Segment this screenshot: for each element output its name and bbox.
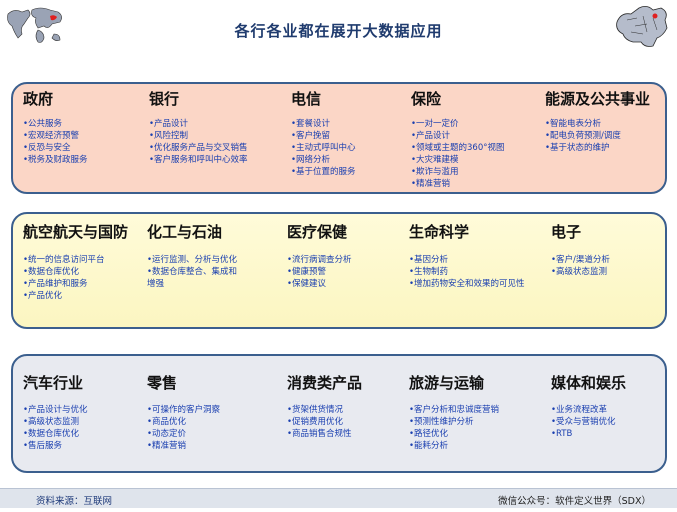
sector-heading: 医疗保健: [287, 223, 348, 241]
sector-heading: 旅游与运输: [409, 374, 485, 392]
list-item: •产品维护和服务: [23, 279, 88, 289]
list-item: •促销费用优化: [287, 417, 344, 427]
sector-items: •统一的信息访问平台 •数据仓库优化 •产品维护和服务 •产品优化: [23, 254, 105, 302]
list-item: •受众与营销优化: [551, 417, 616, 427]
sector-heading: 零售: [147, 374, 178, 392]
list-item: •高级状态监测: [551, 267, 608, 277]
list-item: •大灾难建模: [411, 155, 459, 165]
sector-items: •流行病调查分析 •健康预警 •保健建议: [287, 254, 352, 290]
list-item: •精准营销: [147, 441, 187, 451]
list-item: •领域或主题的360°视图: [411, 143, 505, 153]
list-item: •RTB: [551, 429, 573, 439]
sector-heading: 能源及公共事业: [545, 90, 651, 108]
industry-panel-2: 航空航天与国防 •统一的信息访问平台 •数据仓库优化 •产品维护和服务 •产品优…: [11, 212, 667, 329]
industry-panel-1: 政府 •公共服务 •宏观经济预警 •反恐与安全 •税务及财政服务 银行 •产品设…: [11, 82, 667, 194]
source-note: 资料来源：互联网: [36, 496, 113, 507]
sector-items: •套餐设计 •客户挽留 •主动式呼叫中心 •网络分析 •基于位置的服务: [291, 118, 356, 178]
list-item: •优化服务产品与交叉销售: [149, 143, 248, 153]
list-item: •主动式呼叫中心: [291, 143, 356, 153]
sector-heading: 保险: [411, 90, 442, 108]
list-item: •产品设计与优化: [23, 405, 88, 415]
list-item: •数据仓库优化: [23, 267, 80, 277]
list-item: •货架供货情况: [287, 405, 344, 415]
sector-items: •基因分析 •生物制药 •增加药物安全和效果的可见性: [409, 254, 533, 290]
list-item: •客户挽留: [291, 131, 331, 141]
list-item: •预测性维护分析: [409, 417, 474, 427]
list-item: •统一的信息访问平台: [23, 255, 105, 265]
footer-bar: 资料来源：互联网 微信公众号：软件定义世界（SDX）: [0, 488, 677, 508]
sector-heading: 电子: [551, 223, 582, 241]
list-item: •高级状态监测: [23, 417, 80, 427]
industry-panel-3: 汽车行业 •产品设计与优化 •高级状态监测 •数据仓库优化 •售后服务 零售 •…: [11, 354, 667, 473]
list-item: •基于状态的维护: [545, 143, 610, 153]
list-item: •客户分析和忠诚度营销: [409, 405, 500, 415]
world-map-icon: [4, 4, 66, 48]
list-item: •可操作的客户洞察: [147, 405, 221, 415]
list-item: •反恐与安全: [23, 143, 71, 153]
list-item: •能耗分析: [409, 441, 449, 451]
list-item: •商品优化: [147, 417, 187, 427]
list-item: •欺诈与滥用: [411, 167, 459, 177]
list-item: •配电负荷预测/调度: [545, 131, 621, 141]
sector-items: •业务流程改革 •受众与营销优化 •RTB: [551, 404, 616, 440]
sector-items: •运行监测、分析与优化 •数据仓库整合、集成和增强: [147, 254, 243, 290]
sector-heading: 汽车行业: [23, 374, 84, 392]
list-item: •动态定价: [147, 429, 187, 439]
list-item: •网络分析: [291, 155, 331, 165]
list-item: •生物制药: [409, 267, 449, 277]
sector-heading: 政府: [23, 90, 54, 108]
list-item: •税务及财政服务: [23, 155, 88, 165]
list-item: •增加药物安全和效果的可见性: [409, 279, 525, 289]
list-item: •业务流程改革: [551, 405, 608, 415]
list-item: •客户/渠道分析: [551, 255, 610, 265]
list-item: •精准营销: [411, 179, 451, 189]
list-item: •数据仓库优化: [23, 429, 80, 439]
list-item: •健康预警: [287, 267, 327, 277]
list-item: •路径优化: [409, 429, 449, 439]
list-item: •流行病调查分析: [287, 255, 352, 265]
list-item: •产品优化: [23, 291, 63, 301]
sector-items: •货架供货情况 •促销费用优化 •商品销售合规性: [287, 404, 352, 440]
list-item: •一对一定价: [411, 119, 459, 129]
list-item: •商品销售合规性: [287, 429, 352, 439]
sector-items: •产品设计 •风险控制 •优化服务产品与交叉销售 •客户服务和呼叫中心效率: [149, 118, 248, 166]
list-item: •风险控制: [149, 131, 189, 141]
sector-heading: 消费类产品: [287, 374, 363, 392]
list-item: •保健建议: [287, 279, 327, 289]
wechat-credit: 微信公众号：软件定义世界（SDX）: [498, 496, 651, 507]
sector-items: •智能电表分析 •配电负荷预测/调度 •基于状态的维护: [545, 118, 621, 154]
china-map-icon: [616, 6, 668, 47]
list-item: •套餐设计: [291, 119, 331, 129]
sector-heading: 媒体和娱乐: [551, 374, 627, 392]
list-item: •产品设计: [411, 131, 451, 141]
list-item: •客户服务和呼叫中心效率: [149, 155, 248, 165]
sector-heading: 电信: [291, 90, 322, 108]
sector-heading: 化工与石油: [147, 223, 223, 241]
list-item: •产品设计: [149, 119, 189, 129]
sector-heading: 生命科学: [409, 223, 470, 241]
list-item: •基于位置的服务: [291, 167, 356, 177]
list-item: •智能电表分析: [545, 119, 602, 129]
sector-items: •公共服务 •宏观经济预警 •反恐与安全 •税务及财政服务: [23, 118, 88, 166]
list-item: •公共服务: [23, 119, 63, 129]
sector-heading: 航空航天与国防: [23, 223, 129, 241]
sector-items: •可操作的客户洞察 •商品优化 •动态定价 •精准营销: [147, 404, 220, 452]
page-title: 各行各业都在展开大数据应用: [234, 22, 443, 40]
list-item: •运行监测、分析与优化: [147, 255, 238, 265]
sector-items: •客户/渠道分析 •高级状态监测: [551, 254, 621, 278]
sector-items: •一对一定价 •产品设计 •领域或主题的360°视图 •大灾难建模 •欺诈与滥用…: [411, 118, 505, 190]
list-item: •数据仓库整合、集成和增强: [147, 267, 238, 289]
sector-items: •客户分析和忠诚度营销 •预测性维护分析 •路径优化 •能耗分析: [409, 404, 499, 452]
list-item: •售后服务: [23, 441, 63, 451]
sector-items: •产品设计与优化 •高级状态监测 •数据仓库优化 •售后服务: [23, 404, 88, 452]
list-item: •宏观经济预警: [23, 131, 80, 141]
sector-heading: 银行: [149, 90, 180, 108]
list-item: •基因分析: [409, 255, 449, 265]
